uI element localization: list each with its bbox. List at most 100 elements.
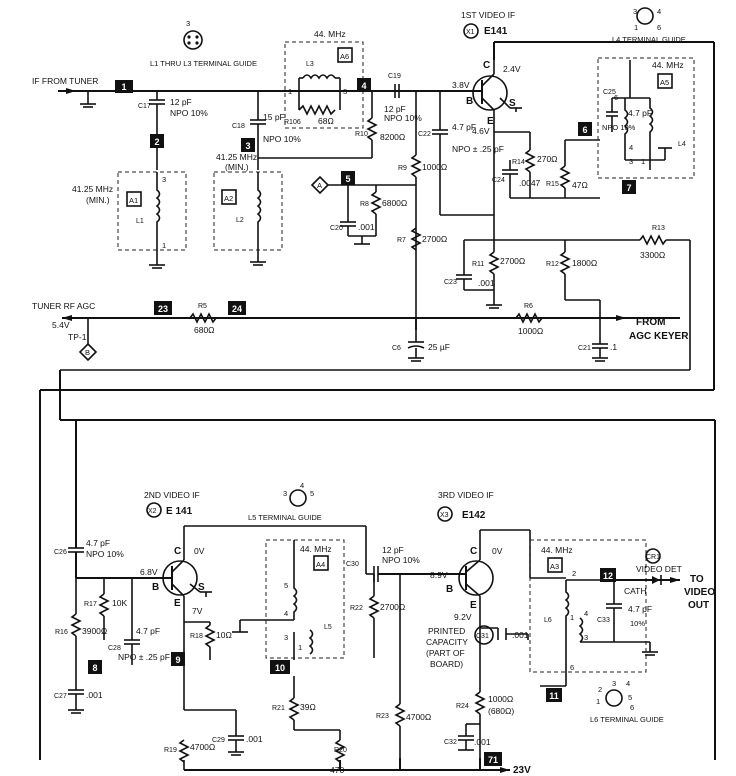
coil-l6: 44. MHz A3 L6 2 1 4 3 6 — [529, 539, 680, 687]
svg-text:10: 10 — [275, 663, 285, 673]
svg-text:CAPACITY: CAPACITY — [426, 637, 468, 647]
r22: R22 2700Ω — [350, 574, 405, 658]
svg-text:15 pF: 15 pF — [263, 112, 285, 122]
svg-text:X2: X2 — [148, 508, 157, 515]
svg-text:12 pF: 12 pF — [384, 104, 406, 114]
svg-text:C18: C18 — [232, 123, 245, 130]
svg-text:C26: C26 — [54, 549, 67, 556]
svg-text:6.8V: 6.8V — [140, 567, 158, 577]
l1-l3-guide-label: L1 THRU L3 TERMINAL GUIDE — [150, 59, 257, 68]
svg-text:1: 1 — [596, 697, 600, 706]
svg-text:4.7 pF: 4.7 pF — [628, 604, 652, 614]
r10: R10 8200Ω — [258, 91, 405, 159]
svg-text:4: 4 — [361, 81, 366, 91]
svg-text:C6: C6 — [392, 345, 401, 352]
svg-text:PRINTED: PRINTED — [428, 626, 465, 636]
terminal-4: 4 — [357, 78, 371, 92]
svg-text:R11: R11 — [472, 261, 484, 268]
svg-text:R8: R8 — [360, 201, 369, 208]
svg-text:C: C — [483, 60, 490, 71]
terminal-3: 3 — [241, 138, 255, 152]
c30: C30 12 pF NPO 10% — [346, 526, 466, 582]
svg-text:.0047: .0047 — [519, 178, 541, 188]
terminal-10: 10 — [270, 660, 290, 674]
svg-text:3: 3 — [162, 175, 166, 184]
svg-text:R13: R13 — [652, 225, 665, 232]
svg-text:L5 TERMINAL GUIDE: L5 TERMINAL GUIDE — [248, 513, 322, 522]
svg-text:C21: C21 — [578, 345, 591, 352]
c23: C23 .001 — [444, 239, 495, 291]
svg-text:2: 2 — [572, 569, 576, 578]
c27: C27 .001 — [54, 660, 103, 714]
svg-text:E 141: E 141 — [166, 506, 193, 517]
svg-text:A5: A5 — [660, 78, 669, 87]
svg-text:1000Ω: 1000Ω — [422, 162, 447, 172]
svg-text:NPO 10%: NPO 10% — [384, 113, 422, 123]
svg-text:4: 4 — [657, 7, 661, 16]
svg-text:S: S — [198, 582, 205, 593]
svg-text:L4: L4 — [678, 141, 686, 148]
svg-text:10%: 10% — [630, 619, 645, 628]
l6-terminal-guide: 2 3 4 1 5 6 L6 TERMINAL GUIDE — [590, 679, 664, 724]
svg-text:1: 1 — [298, 643, 302, 652]
svg-text:5: 5 — [310, 489, 314, 498]
svg-text:3: 3 — [186, 19, 190, 28]
c33: C33 4.7 pF 10% — [597, 580, 652, 642]
svg-text:1: 1 — [121, 82, 126, 92]
svg-text:L1: L1 — [136, 218, 144, 225]
coil-l1: A1 L1 41.25 MHz (MIN.) 3 1 — [72, 171, 187, 269]
svg-text:R15: R15 — [546, 181, 559, 188]
svg-text:C33: C33 — [597, 617, 610, 624]
svg-text:12 pF: 12 pF — [382, 545, 404, 555]
svg-text:C29: C29 — [212, 737, 225, 744]
svg-text:A4: A4 — [316, 560, 325, 569]
svg-text:X3: X3 — [440, 512, 449, 519]
r11: R11 2700Ω — [472, 240, 525, 309]
svg-text:6: 6 — [657, 23, 661, 32]
stage2-input: C26 4.7 pF NPO 10% — [54, 370, 716, 760]
r17: R17 10K — [84, 578, 127, 640]
terminal-24: 24 — [228, 301, 246, 315]
terminal-71: 71 — [484, 752, 502, 766]
r19: R19 4700Ω — [164, 739, 215, 770]
svg-text:VIDEO DET: VIDEO DET — [636, 564, 682, 574]
svg-text:270Ω: 270Ω — [537, 154, 558, 164]
svg-text:8.9V: 8.9V — [430, 570, 448, 580]
svg-text:C28: C28 — [108, 645, 121, 652]
coil-l5: 44. MHz A4 L5 5 4 3 1 — [232, 539, 345, 660]
svg-text:1: 1 — [162, 241, 166, 250]
svg-text:C22: C22 — [418, 131, 431, 138]
svg-text:6800Ω: 6800Ω — [382, 198, 407, 208]
svg-text:44. MHz: 44. MHz — [300, 544, 332, 554]
svg-text:R16: R16 — [55, 629, 68, 636]
svg-text:B: B — [446, 584, 453, 595]
svg-text:3: 3 — [284, 633, 288, 642]
svg-text:2700Ω: 2700Ω — [380, 602, 405, 612]
svg-text:3: 3 — [245, 141, 250, 151]
svg-text:A2: A2 — [224, 194, 233, 203]
svg-text:2: 2 — [598, 685, 602, 694]
svg-text:4: 4 — [629, 143, 633, 152]
terminal-11: 11 — [546, 688, 562, 702]
svg-text:AGC KEYER: AGC KEYER — [629, 331, 689, 342]
svg-text:3900Ω: 3900Ω — [82, 626, 107, 636]
svg-text:FROM: FROM — [636, 317, 665, 328]
c17: C17 12 pF NPO 10% — [138, 91, 208, 170]
svg-text:TUNER RF AGC: TUNER RF AGC — [32, 301, 95, 311]
l4-terminal-guide: 3 4 1 6 L4 TERMINAL GUIDE — [612, 7, 686, 44]
r24: R24 1000Ω (680Ω) — [456, 680, 514, 758]
c32: C32 .001 — [444, 723, 491, 751]
svg-text:L6: L6 — [544, 617, 552, 624]
l1-l3-terminal-guide: 3 L1 THRU L3 TERMINAL GUIDE — [150, 19, 257, 68]
supply-bus: 23V — [184, 758, 531, 776]
svg-text:E: E — [174, 598, 181, 609]
svg-text:3RD VIDEO IF: 3RD VIDEO IF — [438, 490, 494, 500]
svg-text:R19: R19 — [164, 747, 177, 754]
svg-text:5: 5 — [284, 581, 288, 590]
svg-text:10Ω: 10Ω — [216, 630, 232, 640]
svg-text:3: 3 — [283, 489, 287, 498]
svg-text:2: 2 — [154, 137, 159, 147]
svg-text:(MIN.): (MIN.) — [225, 162, 249, 172]
svg-text:10K: 10K — [112, 598, 127, 608]
svg-text:8200Ω: 8200Ω — [380, 132, 405, 142]
